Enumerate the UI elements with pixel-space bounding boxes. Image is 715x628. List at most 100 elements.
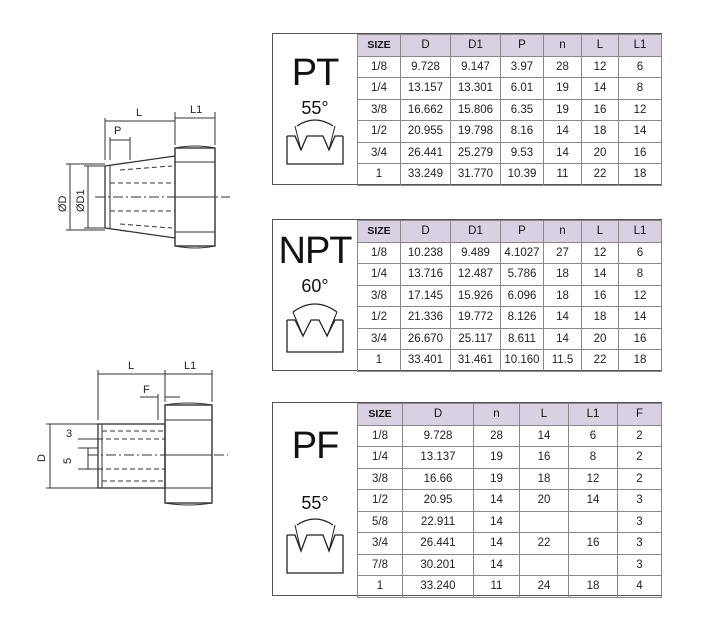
size-cell: 7/8	[357, 553, 403, 576]
table-cell: 9.489	[450, 241, 501, 264]
table-cell: 14	[568, 489, 618, 512]
table-cell: 28	[543, 55, 582, 78]
pt-header-d: D	[400, 34, 451, 57]
table-cell: 13.716	[400, 263, 451, 286]
size-cell: 1/2	[357, 489, 403, 512]
tapered-fitting-drawing	[66, 112, 230, 249]
pf-thread-angle: 55°	[301, 493, 329, 513]
table-cell: 12	[581, 241, 619, 264]
table-cell: 19.772	[450, 306, 501, 329]
table-cell	[519, 510, 569, 533]
table-cell: 12.487	[450, 263, 501, 286]
table-cell: 20	[519, 489, 569, 512]
table-cell: 19	[543, 77, 582, 100]
table-cell: 6	[618, 55, 662, 78]
bottom-3-label: 3	[66, 428, 72, 440]
table-cell: 3	[617, 532, 662, 555]
pt-header-size: SIZE	[357, 34, 401, 57]
size-cell: 1/4	[357, 77, 401, 100]
table-cell: 28	[473, 424, 520, 447]
table-cell: 22	[581, 349, 619, 372]
table-cell: 5.786	[500, 263, 544, 286]
table-cell: 22	[519, 532, 569, 555]
table-cell: 16	[519, 446, 569, 469]
npt-header-n: n	[543, 220, 582, 243]
table-cell: 13.301	[450, 77, 501, 100]
size-cell: 3/4	[357, 327, 401, 350]
thread-55-icon	[286, 119, 344, 165]
table-cell: 4.1027	[500, 241, 544, 264]
table-cell: 24	[519, 575, 569, 598]
pf-header-f: F	[617, 403, 662, 426]
bottom-f-label: F	[143, 384, 150, 396]
table-cell: 14	[618, 306, 662, 329]
size-cell: 1/8	[357, 424, 403, 447]
table-cell: 14	[581, 263, 619, 286]
table-cell: 26.441	[400, 141, 451, 164]
pt-header-p: P	[500, 34, 544, 57]
table-cell: 19	[473, 467, 520, 490]
table-cell: 14	[519, 424, 569, 447]
top-od-label: ØD	[57, 195, 69, 212]
npt-header-l1: L1	[618, 220, 662, 243]
table-cell: 18	[618, 163, 662, 186]
table-cell: 14	[473, 510, 520, 533]
parallel-fitting-drawing	[46, 370, 228, 506]
size-cell: 1/4	[357, 263, 401, 286]
table-cell: 18	[543, 263, 582, 286]
size-cell: 5/8	[357, 510, 403, 533]
npt-header-l: L	[581, 220, 619, 243]
table-cell: 13.137	[402, 446, 474, 469]
table-cell: 16	[618, 141, 662, 164]
table-cell: 14	[473, 489, 520, 512]
table-cell: 2	[617, 424, 662, 447]
table-cell: 15.806	[450, 98, 501, 121]
table-cell: 16	[618, 327, 662, 350]
pf-thread-box: PF 55°	[273, 403, 358, 595]
table-cell: 6.01	[500, 77, 544, 100]
table-cell: 2	[617, 467, 662, 490]
table-cell: 3	[617, 553, 662, 576]
top-od1-label: ØD1	[75, 189, 87, 212]
npt-header-d: D	[400, 220, 451, 243]
size-cell: 1/4	[357, 446, 403, 469]
table-cell: 20.955	[400, 120, 451, 143]
table-cell: 20.95	[402, 489, 474, 512]
npt-thread-angle: 60°	[301, 276, 329, 296]
pt-thread-box: PT 55°	[273, 34, 358, 184]
table-cell: 22.911	[402, 510, 474, 533]
npt-header-p: P	[500, 220, 544, 243]
table-cell: 20	[581, 141, 619, 164]
pf-header-l: L	[519, 403, 569, 426]
table-cell: 9.53	[500, 141, 544, 164]
table-cell: 19.798	[450, 120, 501, 143]
table-cell: 30.201	[402, 553, 474, 576]
size-cell: 3/8	[357, 98, 401, 121]
table-cell: 14	[581, 77, 619, 100]
table-cell: 31.461	[450, 349, 501, 372]
size-cell: 1/2	[357, 306, 401, 329]
size-cell: 3/4	[357, 141, 401, 164]
table-cell: 10.39	[500, 163, 544, 186]
top-p-label: P	[114, 125, 121, 137]
table-cell: 3	[617, 489, 662, 512]
table-cell: 8.611	[500, 327, 544, 350]
table-cell: 22	[581, 163, 619, 186]
size-cell: 1/8	[357, 241, 401, 264]
table-cell: 8	[568, 446, 618, 469]
table-cell: 12	[581, 55, 619, 78]
table-cell: 33.401	[400, 349, 451, 372]
table-cell: 12	[618, 284, 662, 307]
